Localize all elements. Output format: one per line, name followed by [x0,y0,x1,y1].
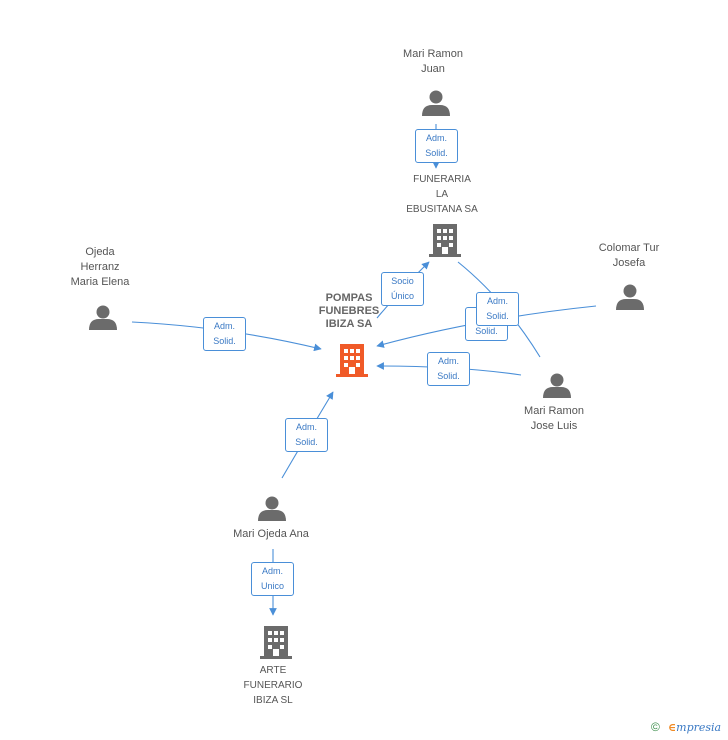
person-icon [89,305,117,330]
edge-label-line: Adm. [261,566,283,576]
person-label-mari-ramon-juan[interactable]: Mari Ramon Juan [383,47,483,77]
person-label-mari-ramon-jose[interactable]: Mari Ramon Jose Luis [504,404,604,434]
edge-label-line: Solid. [295,437,318,447]
label-line: FUNERARIA [413,174,471,185]
edge-label-jose-pompas[interactable]: Adm. Solid. [427,352,470,386]
edge-label-line: Solid. [486,311,509,321]
person-icon [543,373,571,398]
building-icon [260,626,292,659]
label-line: POMPAS [325,292,373,304]
edge-label-line: Único [390,291,414,301]
edge-label-line: Solid. [475,326,498,336]
label-line: Juan [421,63,445,75]
edge-label-pompas-funeraria[interactable]: Socio Único [381,272,424,306]
edge-label-ojeda-pompas[interactable]: Adm. Solid. [203,317,246,351]
person-icon [258,496,286,521]
label-line: Ojeda [85,246,115,258]
label-line: Mari Ramon [524,405,584,417]
person-label-mari-ojeda-ana[interactable]: Mari Ojeda Ana [219,527,323,542]
edge-label-ana-pompas[interactable]: Adm. Solid. [285,418,328,452]
building-icon [336,344,368,377]
label-line: Maria Elena [70,276,130,288]
label-line: Mari Ojeda Ana [233,528,309,540]
company-label-funeraria[interactable]: FUNERARIA LA EBUSITANA SA [392,172,492,217]
person-icon [616,284,644,310]
building-icon [429,224,461,257]
copyright-icon: © [651,720,660,734]
label-line: Colomar Tur [598,242,660,254]
edge-label-juan-funeraria[interactable]: Adm. Solid. [415,129,458,163]
label-line: IBIZA SA [325,318,373,330]
label-line: FUNEBRES [318,305,380,317]
label-line: IBIZA SL [253,695,293,706]
edge-label-line: Solid. [437,371,460,381]
person-icon [422,90,450,116]
empresia-logo[interactable]: ∈mpresia [668,721,721,734]
edge-label-colomar-funeraria[interactable]: Adm. Solid. [476,292,519,326]
label-line: Herranz [80,261,120,273]
edge-label-line: Unico [260,581,284,591]
edge-label-line: Solid. [213,336,236,346]
edge-label-line: Adm. [437,356,459,366]
person-label-ojeda-herranz[interactable]: Ojeda Herranz Maria Elena [50,245,150,290]
label-line: ARTE [259,665,287,676]
edge-label-line: Solid. [425,148,448,158]
edge-label-line: Adm. [213,321,235,331]
brand-initial: ∈ [668,721,677,734]
person-label-colomar[interactable]: Colomar Tur Josefa [579,241,679,271]
label-line: Josefa [612,257,646,269]
label-line: Jose Luis [530,420,578,432]
company-label-pompas[interactable]: POMPAS FUNEBRES IBIZA SA [299,292,399,331]
label-line: LA [435,189,449,200]
edge-label-line: Adm. [295,422,317,432]
label-line: Mari Ramon [403,48,463,60]
label-line: EBUSITANA SA [406,204,478,215]
edge-label-line: Socio [391,276,414,286]
label-line: FUNERARIO [243,680,303,691]
brand-text: mpresia [676,721,722,734]
company-label-arte[interactable]: ARTE FUNERARIO IBIZA SL [223,663,323,708]
edge-label-line: Adm. [425,133,447,143]
edge-label-line: Adm. [486,296,508,306]
edge-label-ana-arte[interactable]: Adm. Unico [251,562,294,596]
